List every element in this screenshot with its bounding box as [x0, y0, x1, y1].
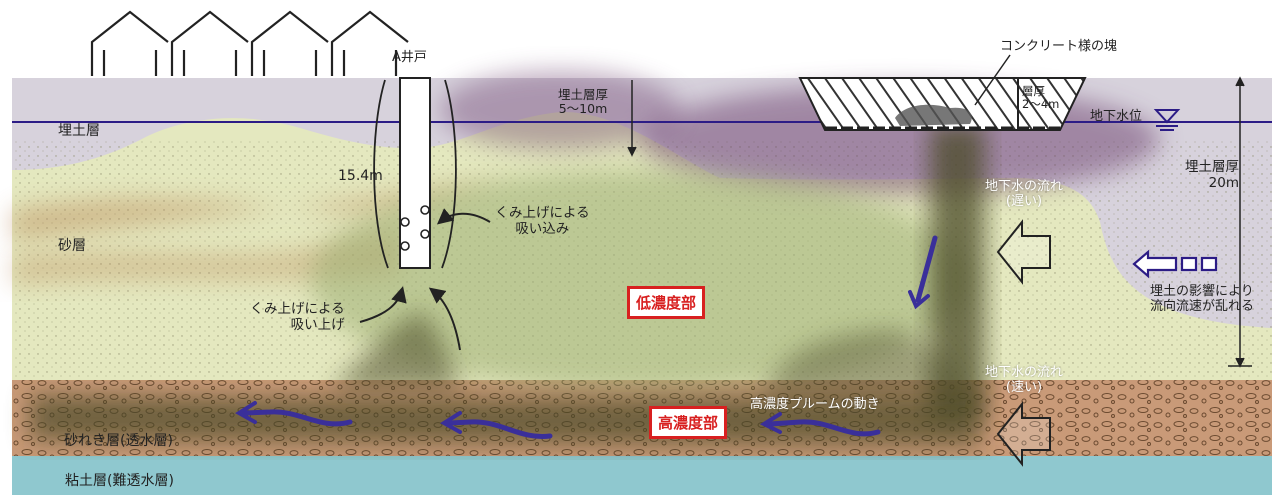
gw-flow-fast-label: 地下水の流れ (速い) — [985, 365, 1064, 395]
a-well — [373, 77, 457, 269]
fill-thickness-right-label: 埋土層厚 20m — [1185, 159, 1239, 191]
suction-arrows — [359, 208, 491, 351]
fill-thickness-top-label: 埋土層厚 5～10m — [558, 87, 609, 117]
concrete-block — [798, 54, 1087, 131]
fill-influence-arrow-icon — [1132, 249, 1218, 279]
plume-direction-arrows — [235, 235, 938, 440]
fill-influence-label: 埋土の影響により 流向流速が乱れる — [1150, 284, 1255, 314]
flow-arrow-icon — [996, 219, 1051, 467]
high-concentration-box: 高濃度部 — [649, 406, 728, 439]
groundwater-level-label: 地下水位 — [1090, 109, 1143, 124]
layer-thickness-label: 層厚 2～4m — [1022, 84, 1060, 112]
low-concentration-box: 低濃度部 — [627, 286, 706, 319]
clay-layer-label: 粘土層(難透水層) — [65, 473, 174, 489]
fill-layer-label: 埋土層 — [58, 123, 100, 139]
cross-section-body — [12, 70, 1272, 495]
plume-movement-label: 高濃度プルームの動き — [750, 397, 880, 412]
pump-up-label: くみ上げによる 吸い上げ — [250, 301, 345, 333]
groundwater-level-icon — [1153, 109, 1181, 131]
well-label: A井戸 — [392, 50, 427, 65]
concrete-label: コンクリート様の塊 — [1000, 39, 1118, 54]
house-icon — [90, 10, 409, 76]
depth-label: 15.4m — [338, 168, 383, 184]
sand-layer-label: 砂層 — [58, 238, 86, 254]
suction-in-label: くみ上げによる 吸い込み — [495, 205, 590, 237]
gravel-layer-label: 砂れき層(透水層) — [64, 433, 173, 449]
fill-thickness-dimension — [627, 76, 1252, 368]
gw-flow-slow-label: 地下水の流れ (遅い) — [985, 179, 1064, 209]
